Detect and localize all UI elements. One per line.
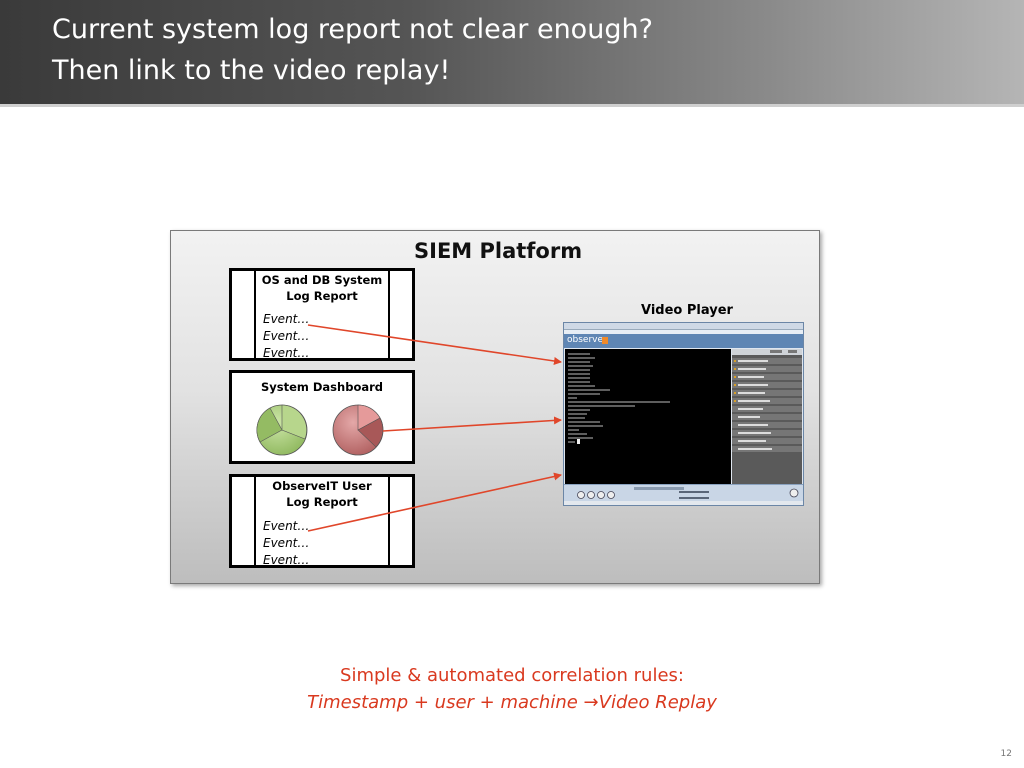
page-number: 12	[1001, 749, 1012, 759]
arrow-os-db-to-video	[308, 325, 561, 362]
correlation-rules-formula: Timestamp + user + machine →Video Replay	[0, 692, 1024, 713]
formula-text: Timestamp + user + machine	[307, 692, 578, 713]
arrow-dashboard-to-video	[383, 420, 561, 431]
formula-result: Video Replay	[599, 692, 717, 713]
arrow-observeit-to-video	[308, 475, 561, 531]
correlation-rules-heading: Simple & automated correlation rules:	[0, 665, 1024, 686]
right-arrow-icon: →	[584, 692, 599, 713]
